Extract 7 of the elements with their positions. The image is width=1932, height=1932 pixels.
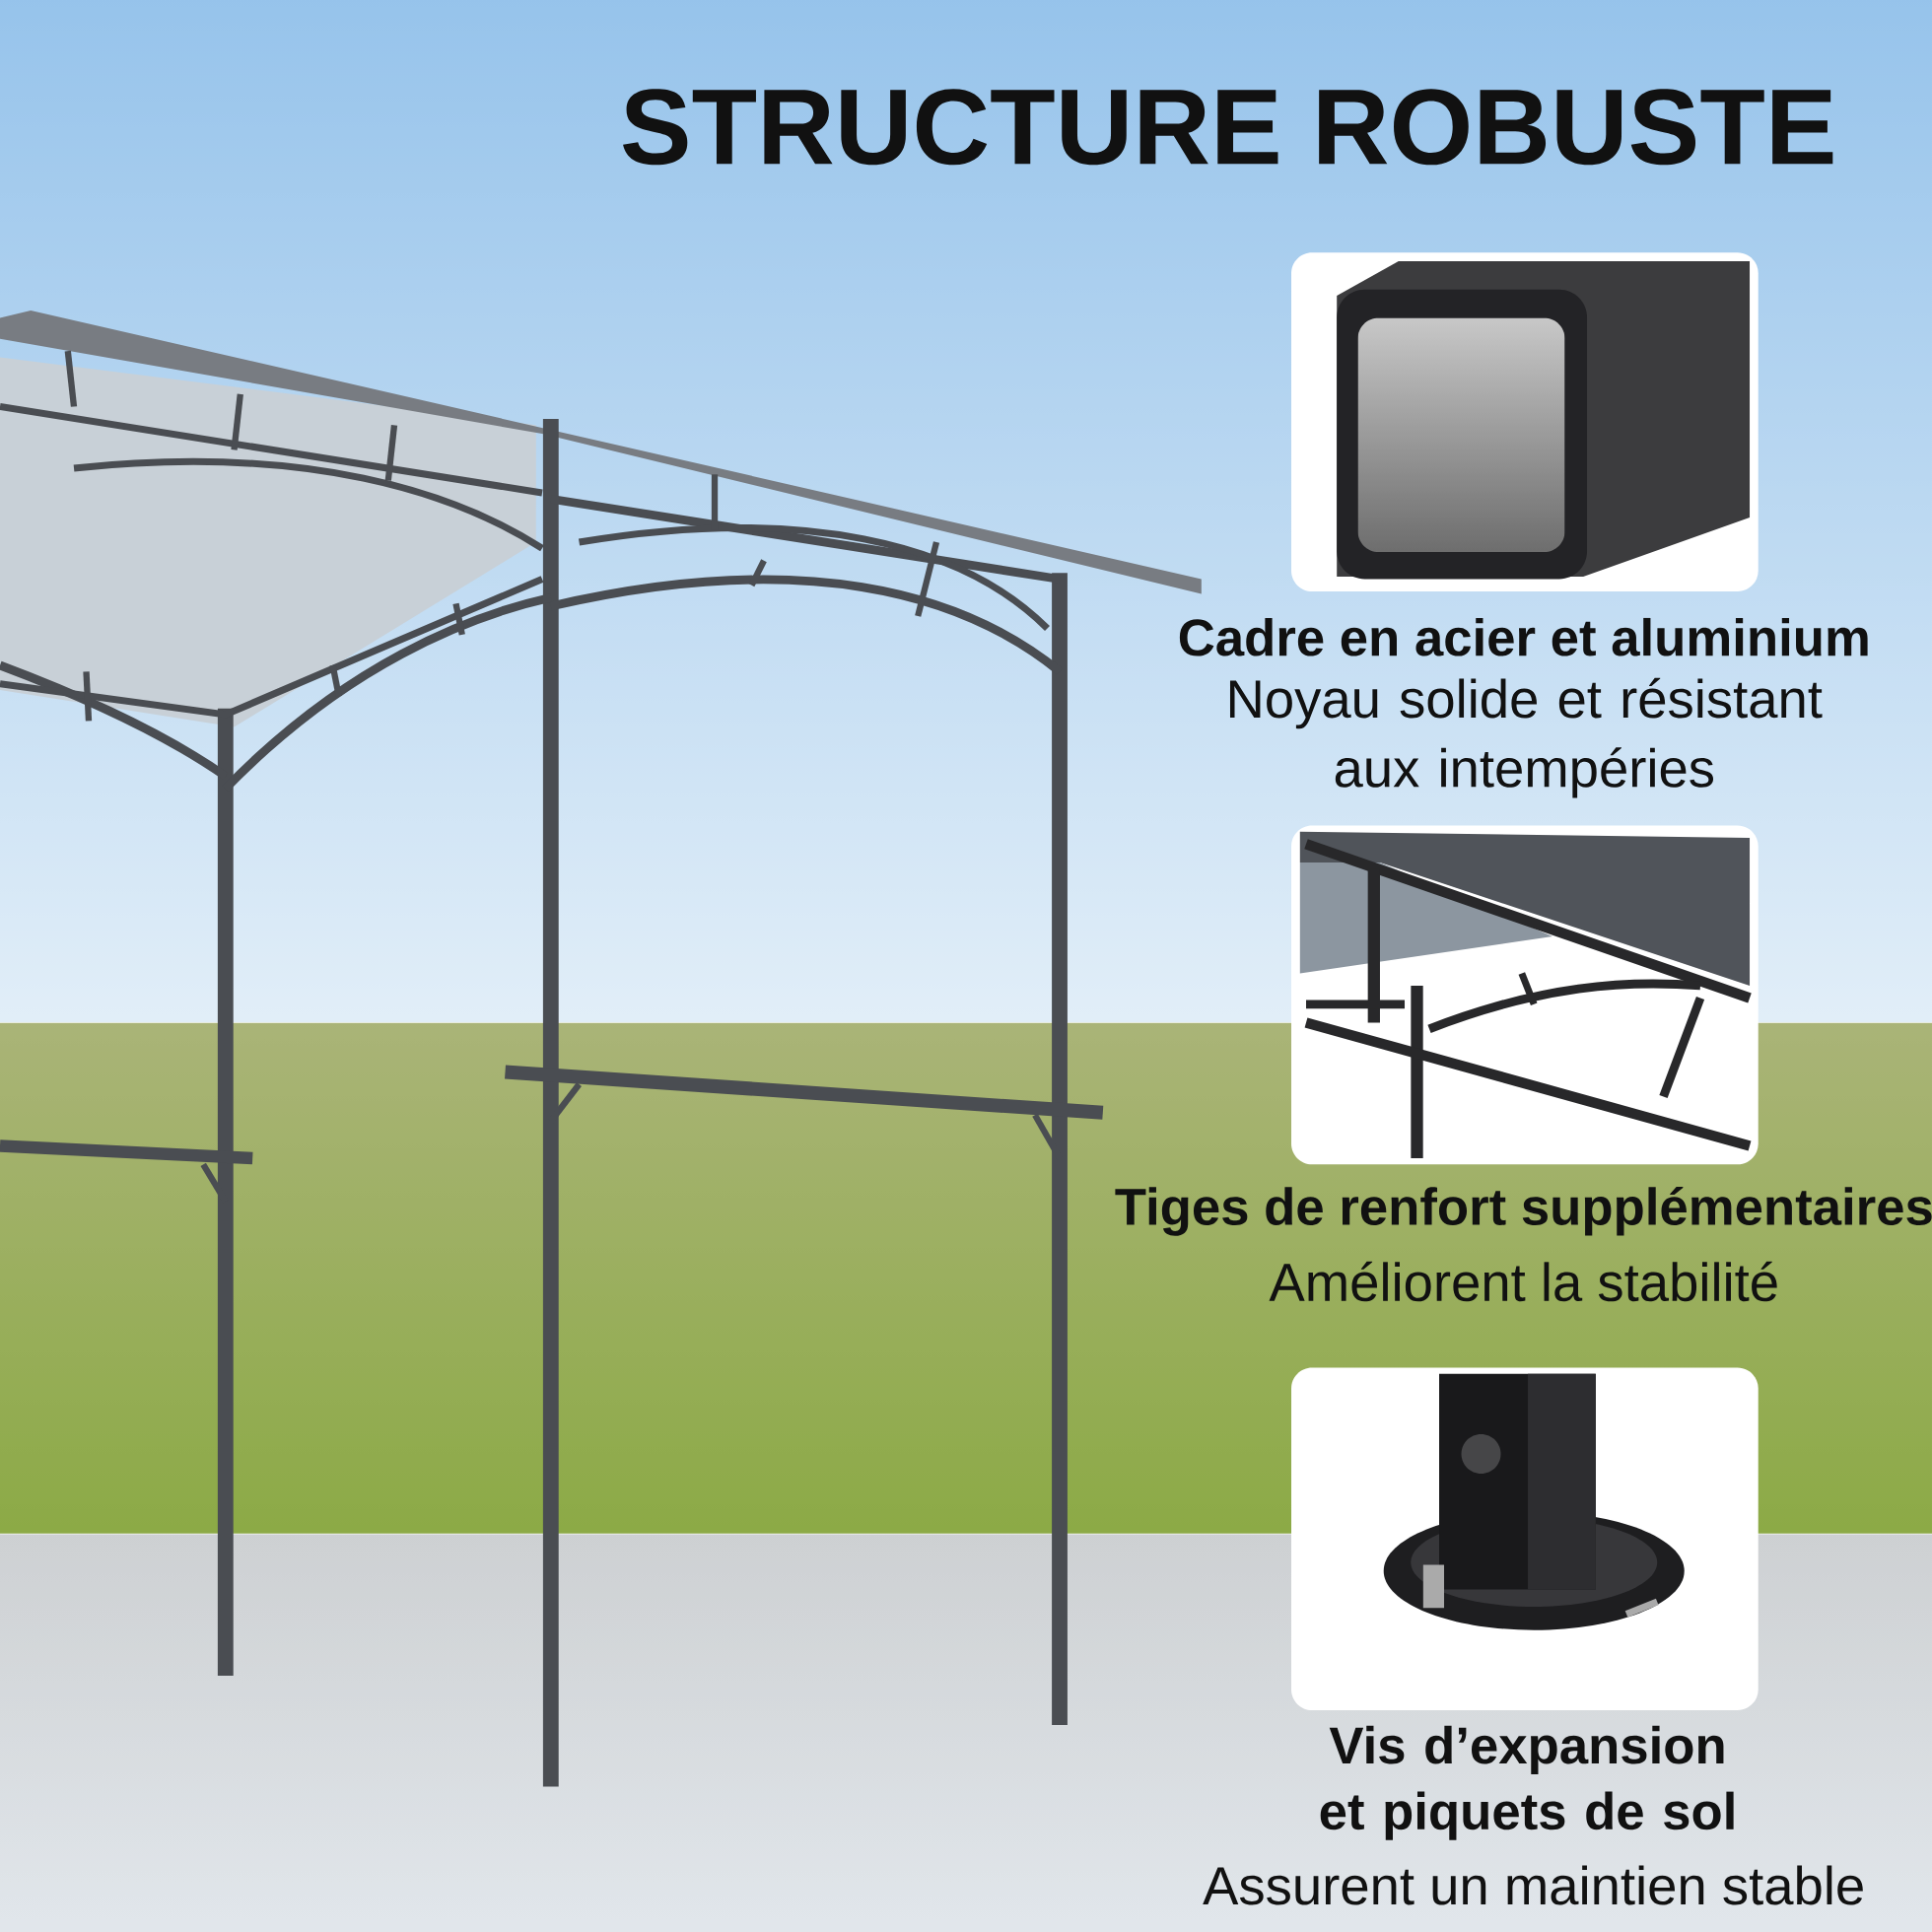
feature-description: Noyau solide et résistant aux intempéries [1230, 677, 1823, 798]
feature-description: Améliorent la stabilité [1269, 1261, 1777, 1302]
feature-heading: Tiges de renfort supplémentaires [1115, 1186, 1932, 1236]
title: STRUCTURE ROBUSTE [623, 89, 1833, 166]
feature-description: Assurent un maintien stable [1203, 1865, 1863, 1905]
feature-heading: Cadre en acier et aluminium [1179, 617, 1868, 656]
feature-heading: Vis d’expansion et piquets de sol [1320, 1725, 1734, 1840]
